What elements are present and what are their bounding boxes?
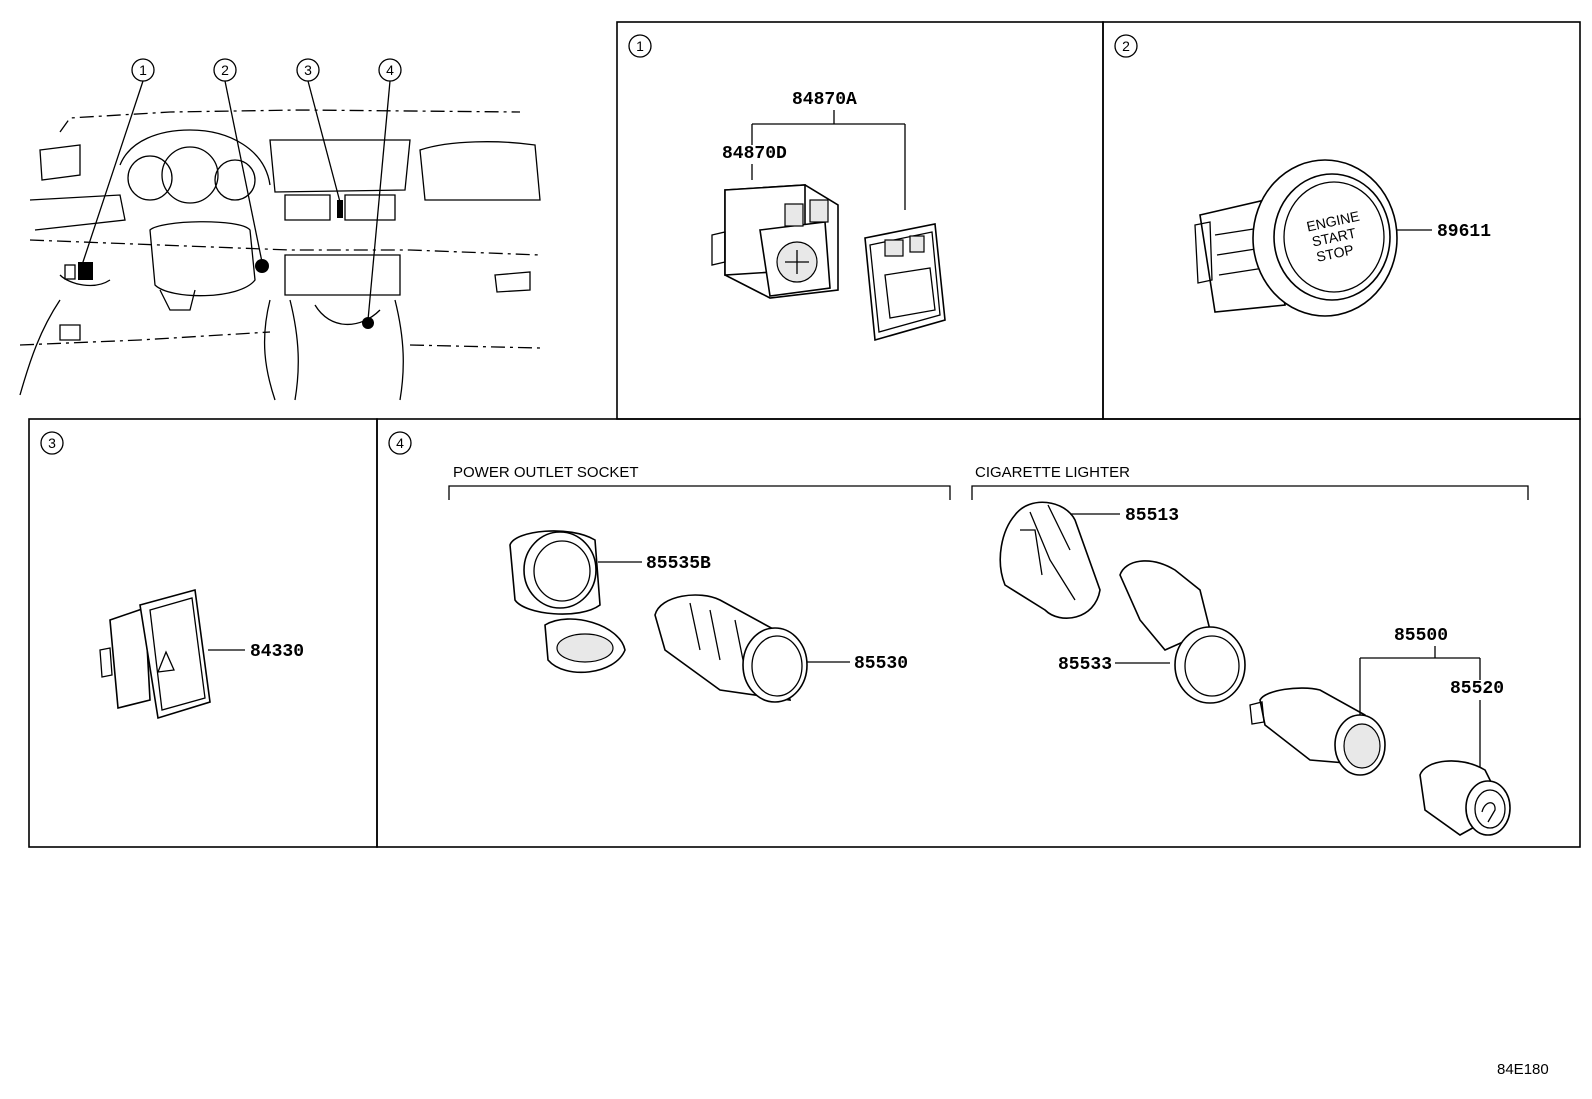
- hazard-switch: [99, 588, 211, 720]
- part-label-85520: 85520: [1450, 679, 1504, 699]
- panel-4: 4 POWER OUTLET SOCKET CIGARETTE LIGHTER …: [388, 431, 1529, 836]
- cigarette-lighter-heading: CIGARETTE LIGHTER: [975, 464, 1130, 481]
- lighter-ring: [1119, 560, 1246, 704]
- lighter-knob: [1419, 760, 1511, 836]
- mirror-switch: [711, 184, 839, 299]
- lighter-socket-assembly: [1249, 687, 1386, 776]
- cigarette-lighter-bracket: [971, 485, 1529, 500]
- power-outlet-socket: [654, 594, 808, 703]
- panel-3-number: 3: [40, 431, 64, 455]
- part-label-85513: 85513: [1125, 506, 1179, 526]
- svg-text:1: 1: [139, 62, 147, 78]
- part-label-84330: 84330: [250, 642, 304, 662]
- panel-4-number: 4: [388, 431, 412, 455]
- panel-1: 1 84870A 84870D: [628, 34, 946, 342]
- part-label-84870d: 84870D: [722, 144, 787, 164]
- power-outlet-cap: [509, 530, 626, 674]
- svg-text:3: 3: [48, 435, 56, 451]
- part-label-85500: 85500: [1394, 626, 1448, 646]
- engine-start-stop-switch: ENGINE START STOP: [1194, 159, 1398, 317]
- lighter-retainer: [999, 501, 1101, 619]
- panel-2: 2 ENGINE START STOP 89611: [1114, 34, 1491, 317]
- svg-text:1: 1: [636, 38, 644, 54]
- part-label-85533: 85533: [1058, 655, 1112, 675]
- svg-text:4: 4: [396, 435, 404, 451]
- part-label-85535b: 85535B: [646, 554, 711, 574]
- panel-1-number: 1: [628, 34, 652, 58]
- power-outlet-bracket: [448, 485, 951, 500]
- button-text-stop: STOP: [1315, 241, 1355, 265]
- svg-text:3: 3: [304, 62, 312, 78]
- panel-3: 3 84330: [40, 431, 304, 720]
- dashboard-overview: [19, 109, 541, 401]
- panel-4-frame: [376, 418, 1581, 848]
- part-label-89611: 89611: [1437, 222, 1491, 242]
- panel-3-frame: [28, 418, 378, 848]
- svg-text:2: 2: [1122, 38, 1130, 54]
- diagram-code: 84E180: [1497, 1061, 1549, 1078]
- svg-text:2: 2: [221, 62, 229, 78]
- switch-bezel: [864, 223, 946, 342]
- svg-text:4: 4: [386, 62, 394, 78]
- callout-3: 3: [296, 58, 341, 203]
- panel-2-number: 2: [1114, 34, 1138, 58]
- callout-1: 1: [81, 58, 155, 266]
- part-label-84870a: 84870A: [792, 90, 857, 110]
- part-label-85530: 85530: [854, 654, 908, 674]
- panel-1-frame: [616, 21, 1104, 420]
- callout-2: 2: [213, 58, 263, 263]
- power-outlet-heading: POWER OUTLET SOCKET: [453, 464, 639, 481]
- callout-4: 4: [367, 58, 402, 321]
